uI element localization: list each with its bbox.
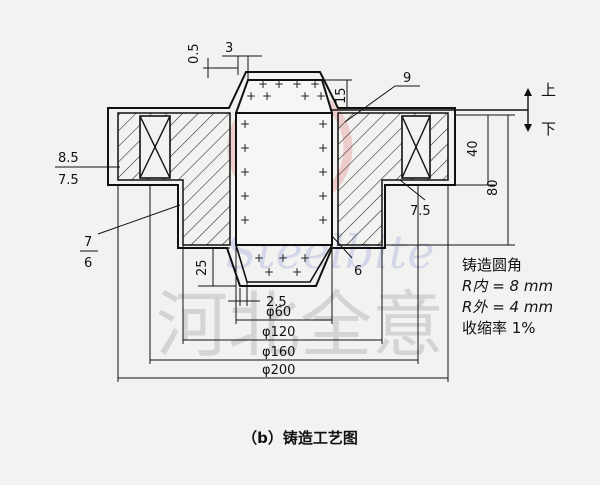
chill-right: [401, 115, 431, 179]
svg-text:+: +: [246, 89, 256, 103]
svg-text:+: +: [310, 77, 320, 91]
core-print-bottom: [235, 244, 333, 283]
dim-3: 3: [225, 41, 233, 56]
svg-text:+: +: [240, 117, 250, 131]
frac-76-den: 6: [84, 256, 92, 271]
svg-text:+: +: [240, 189, 250, 203]
core-bore: [235, 112, 333, 246]
svg-text:+: +: [278, 251, 288, 265]
leader-9: [344, 85, 396, 123]
chill-left: [139, 115, 171, 179]
note-r-inner: R内 = 8 mm: [462, 277, 553, 295]
label-bottom-side: 下: [541, 120, 556, 138]
svg-text:+: +: [262, 89, 272, 103]
dia-120: φ120: [262, 325, 295, 340]
svg-text:+: +: [316, 89, 326, 103]
dia-60: φ60: [266, 305, 291, 320]
svg-text:+: +: [300, 251, 310, 265]
svg-text:+: +: [240, 213, 250, 227]
note-title: 铸造圆角: [462, 256, 522, 274]
svg-text:+: +: [318, 117, 328, 131]
svg-text:+: +: [264, 265, 274, 279]
dim-15: 15: [334, 87, 349, 104]
left-flange-section: [117, 112, 231, 246]
dim-7-5: 7.5: [410, 204, 431, 219]
svg-text:+: +: [318, 141, 328, 155]
figure-caption: （b）铸造工艺图: [242, 429, 358, 447]
svg-text:+: +: [318, 213, 328, 227]
svg-text:+: +: [292, 265, 302, 279]
dim-2-5: 2.5: [266, 295, 287, 310]
leader-76: [97, 204, 181, 235]
svg-text:+: +: [318, 189, 328, 203]
frac-76-num: 7: [84, 235, 92, 250]
note-r-outer: R外 = 4 mm: [462, 298, 553, 316]
core-sand-marks: ++++ ++++ ++ ++ ++ ++ ++ +++ ++: [240, 77, 328, 279]
dim-0-5: 0.5: [187, 43, 202, 64]
casting-outline: [107, 71, 456, 287]
dia-200: φ200: [262, 363, 295, 378]
callout-6: 6: [354, 264, 362, 279]
callout-9: 9: [403, 71, 411, 86]
svg-text:+: +: [240, 165, 250, 179]
dia-160: φ160: [262, 345, 295, 360]
watermark-text: 河北全意: [156, 283, 444, 367]
dim-80: 80: [486, 179, 501, 196]
svg-text:+: +: [292, 77, 302, 91]
svg-text:+: +: [300, 89, 310, 103]
frac-left-num: 8.5: [58, 151, 79, 166]
dim-25: 25: [195, 259, 210, 276]
svg-text:+: +: [274, 77, 284, 91]
svg-text:+: +: [240, 141, 250, 155]
dim-40: 40: [466, 140, 481, 157]
svg-text:+: +: [254, 251, 264, 265]
dia-extension-lines: [117, 185, 449, 382]
svg-text:+: +: [318, 165, 328, 179]
svg-text:+: +: [258, 77, 268, 91]
leader-6: [331, 235, 353, 259]
label-top-side: 上: [541, 81, 556, 99]
frac-left-den: 7.5: [58, 173, 79, 188]
note-shrinkage: 收缩率 1%: [462, 319, 536, 337]
